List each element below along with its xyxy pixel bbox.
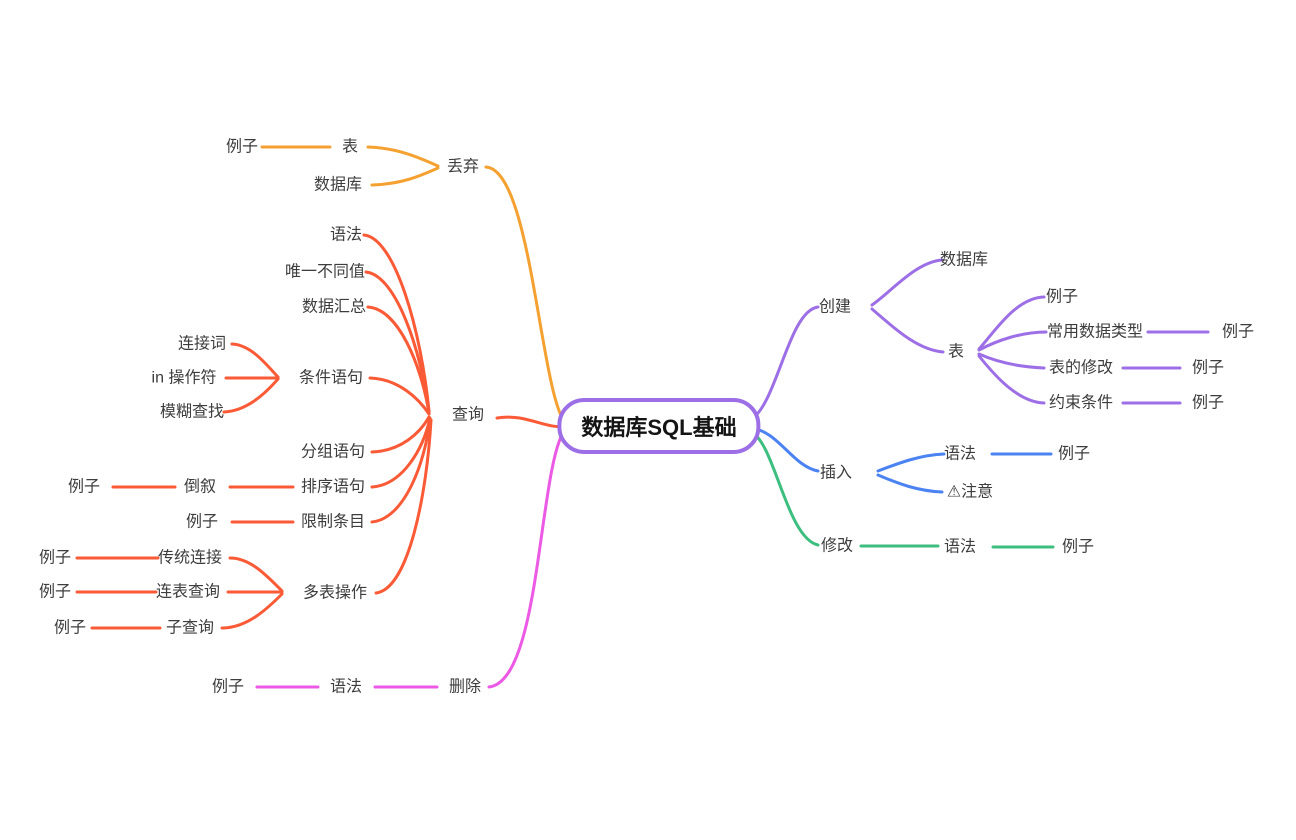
node-subquery-example[interactable]: 例子 — [53, 619, 87, 637]
node-insert-warning-note[interactable]: ⚠注意 — [946, 483, 994, 501]
node-condition-in-operator[interactable]: in 操作符 — [151, 369, 217, 387]
node-query[interactable]: 查询 — [451, 406, 485, 424]
node-multitable-subquery[interactable]: 子查询 — [165, 619, 215, 637]
node-query-syntax[interactable]: 语法 — [329, 226, 363, 244]
edges-create — [748, 258, 1210, 422]
node-create[interactable]: 创建 — [818, 298, 852, 316]
node-drop-table[interactable]: 表 — [341, 138, 359, 156]
node-multitable-join-query[interactable]: 连表查询 — [155, 583, 221, 601]
node-table-alter-example[interactable]: 例子 — [1191, 359, 1225, 377]
node-delete-syntax-example[interactable]: 例子 — [211, 678, 245, 696]
node-delete[interactable]: 删除 — [448, 678, 482, 696]
node-query-orderby[interactable]: 排序语句 — [300, 478, 366, 496]
node-orderby-desc-example[interactable]: 例子 — [67, 478, 101, 496]
node-query-limit[interactable]: 限制条目 — [300, 513, 366, 531]
node-root[interactable]: 数据库SQL基础 — [557, 398, 761, 454]
node-query-condition[interactable]: 条件语句 — [298, 369, 364, 387]
node-multitable-traditional-join[interactable]: 传统连接 — [157, 549, 223, 567]
node-modify-syntax-example[interactable]: 例子 — [1061, 538, 1095, 556]
edges-drop — [260, 145, 568, 426]
node-create-table[interactable]: 表 — [947, 343, 965, 361]
node-table-constraints-example[interactable]: 例子 — [1191, 394, 1225, 412]
node-drop-database[interactable]: 数据库 — [313, 176, 363, 194]
node-query-groupby[interactable]: 分组语句 — [300, 443, 366, 461]
node-delete-syntax[interactable]: 语法 — [329, 678, 363, 696]
node-drop[interactable]: 丢弃 — [446, 158, 480, 176]
node-orderby-desc[interactable]: 倒叙 — [183, 478, 217, 496]
node-modify-syntax[interactable]: 语法 — [943, 538, 977, 556]
node-modify[interactable]: 修改 — [820, 537, 854, 555]
node-insert-syntax[interactable]: 语法 — [943, 445, 977, 463]
node-query-distinct[interactable]: 唯一不同值 — [284, 263, 366, 281]
node-table-alter[interactable]: 表的修改 — [1048, 359, 1114, 377]
edges-query — [75, 233, 568, 630]
node-table-constraints[interactable]: 约束条件 — [1048, 394, 1114, 412]
node-table-datatypes[interactable]: 常用数据类型 — [1046, 323, 1144, 341]
node-create-database[interactable]: 数据库 — [939, 251, 989, 269]
node-insert-syntax-example[interactable]: 例子 — [1057, 445, 1091, 463]
node-drop-table-example[interactable]: 例子 — [225, 138, 259, 156]
node-create-table-example[interactable]: 例子 — [1045, 288, 1079, 306]
node-traditional-join-example[interactable]: 例子 — [38, 549, 72, 567]
edges-insert — [748, 426, 1053, 494]
node-join-query-example[interactable]: 例子 — [38, 583, 72, 601]
edges-delete — [255, 426, 568, 689]
node-insert[interactable]: 插入 — [819, 464, 853, 482]
node-condition-fuzzy-search[interactable]: 模糊查找 — [159, 403, 225, 421]
node-query-multitable[interactable]: 多表操作 — [302, 584, 368, 602]
node-query-aggregate[interactable]: 数据汇总 — [301, 298, 367, 316]
node-query-limit-example[interactable]: 例子 — [185, 513, 219, 531]
node-table-datatypes-example[interactable]: 例子 — [1221, 323, 1255, 341]
edges-modify — [748, 430, 1055, 549]
node-condition-connector[interactable]: 连接词 — [177, 335, 227, 353]
